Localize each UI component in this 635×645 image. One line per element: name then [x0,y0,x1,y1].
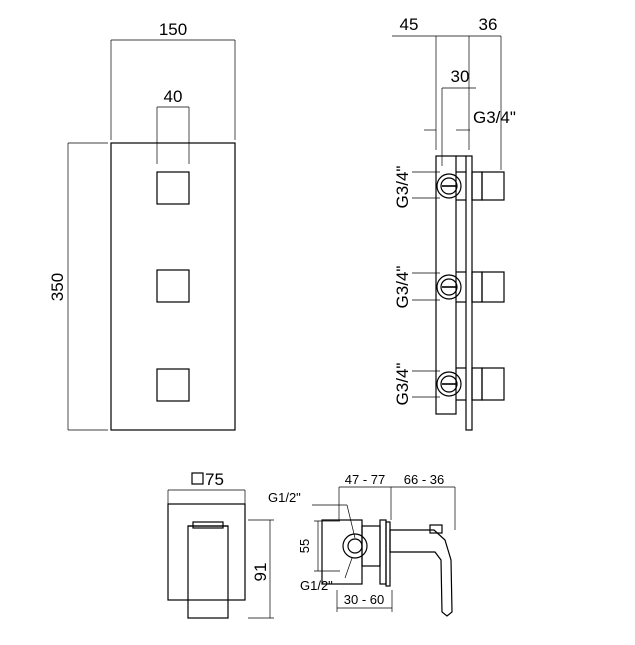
single-range-a-label: 47 - 77 [345,472,385,487]
single-side-view: 47 - 77 66 - 36 G1/2" G1/2" 55 30 - 60 [268,472,456,617]
port-top [436,171,505,201]
single-body-height-label: 55 [297,539,312,553]
single-height-label: 91 [251,563,270,582]
single-handle [187,525,229,619]
single-bottom-range-label: 30 - 60 [344,592,384,607]
front-knob-width-label: 40 [164,87,183,106]
square-symbol [191,472,204,485]
single-front-view: 75 91 [167,470,274,619]
side-port-label-bottom: G3/4" [393,363,412,406]
knob-middle [156,269,190,303]
single-lever [389,529,453,617]
side-body [435,155,457,415]
knob-bottom [156,368,190,402]
side-port-label-top: G3/4" [393,166,412,209]
port-bottom [436,367,505,401]
side-view: 45 36 30 G3/4" G3/4" G3/4" G3/4" [392,15,516,431]
single-plate [167,503,246,601]
side-top-thread-label: G3/4" [473,108,516,127]
side-plate [465,155,473,431]
side-depth-c-label: 30 [451,67,470,86]
port-middle [436,271,505,303]
front-plate [110,142,236,431]
single-range-b-label: 66 - 36 [404,472,444,487]
side-depth-b-label: 36 [479,15,498,34]
side-depth-a-label: 45 [400,15,419,34]
single-top-thread-label: G1/2" [268,490,301,505]
front-view: 150 40 350 [48,20,236,431]
side-port-label-middle: G3/4" [393,266,412,309]
single-side-plate [385,521,391,587]
front-height-label: 350 [48,273,67,301]
single-square-label: 75 [205,470,224,489]
knob-top [156,171,190,205]
single-bottom-thread-label: G1/2" [300,578,333,593]
front-width-label: 150 [159,20,187,39]
single-body [321,519,363,585]
